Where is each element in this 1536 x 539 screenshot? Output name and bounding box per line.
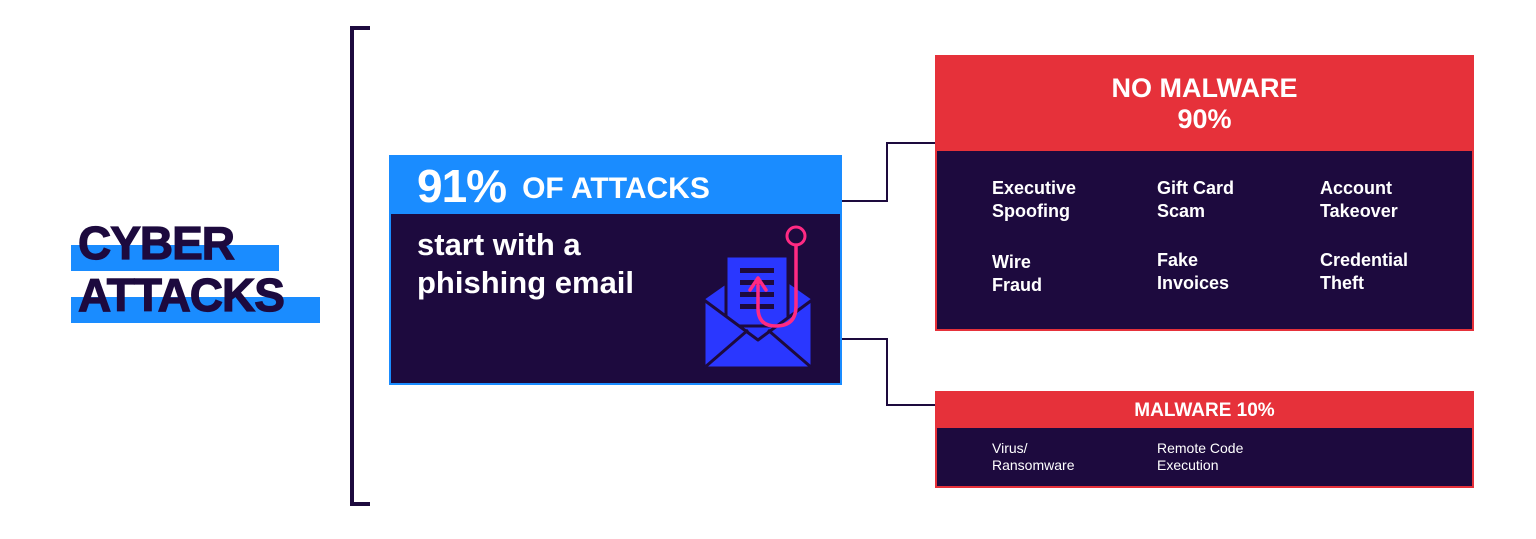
- bracket: [350, 26, 370, 506]
- no-malware-box: NO MALWARE 90% Executive Spoofing Gift C…: [935, 55, 1474, 331]
- malware-label: MALWARE 10%: [1134, 399, 1275, 421]
- malware-body: Virus/ Ransomware Remote Code Execution: [937, 428, 1472, 486]
- title-highlight-2: [71, 297, 320, 323]
- no-malware-item: Gift Card Scam: [1157, 178, 1235, 221]
- malware-header: MALWARE 10%: [937, 393, 1472, 428]
- no-malware-label: NO MALWARE: [1111, 73, 1298, 103]
- malware-item: Virus/ Ransomware: [992, 440, 1075, 473]
- malware-box: MALWARE 10% Virus/ Ransomware Remote Cod…: [935, 391, 1474, 488]
- phishing-stat-percent: 91%: [417, 159, 507, 212]
- malware-item: Remote Code Execution: [1157, 440, 1244, 473]
- phishing-text-line-2: phishing email: [417, 265, 635, 300]
- connector-lines: [842, 142, 936, 406]
- phishing-stat-text: start with a phishing email: [417, 226, 717, 302]
- title-highlight-1: [71, 245, 279, 271]
- phishing-stat-label: OF ATTACKS: [522, 171, 710, 205]
- no-malware-item: Wire Fraud: [992, 252, 1043, 295]
- no-malware-item: Executive Spoofing: [992, 178, 1077, 221]
- no-malware-percent: 90%: [1177, 104, 1232, 134]
- no-malware-header: NO MALWARE 90%: [937, 57, 1472, 151]
- phishing-stat-header: 91% OF ATTACKS: [391, 157, 840, 214]
- no-malware-item: Account Takeover: [1320, 178, 1398, 221]
- phishing-stat-box: 91% OF ATTACKS start with a phishing ema…: [389, 155, 842, 385]
- no-malware-item: Fake Invoices: [1157, 250, 1230, 293]
- phishing-stat-body: start with a phishing email: [391, 214, 840, 383]
- title-line-2: ATTACKS: [77, 269, 285, 321]
- title-line-1: CYBER: [77, 217, 235, 269]
- phishing-text-line-1: start with a: [417, 227, 581, 262]
- no-malware-item: Credential Theft: [1320, 250, 1409, 293]
- phishing-envelope-hook-icon: [702, 225, 814, 370]
- no-malware-body: Executive Spoofing Gift Card Scam Accoun…: [937, 151, 1472, 329]
